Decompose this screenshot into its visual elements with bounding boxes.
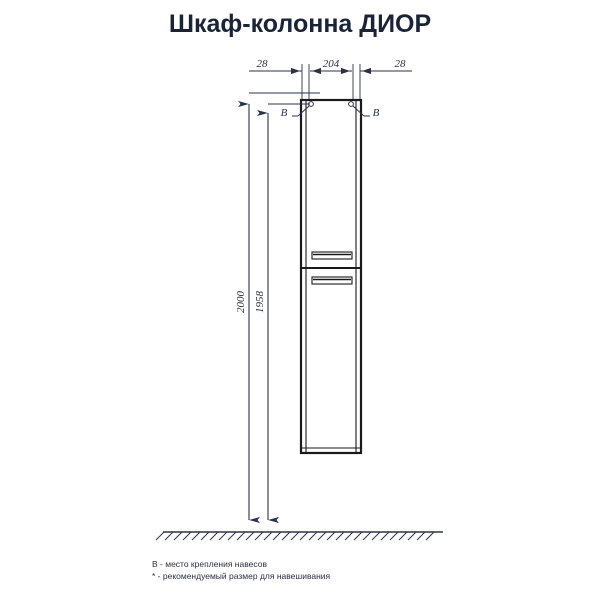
hatch-tick xyxy=(209,531,219,541)
legend-line-1: В - место крепления навесов xyxy=(152,559,267,569)
hatch-tick xyxy=(254,531,264,541)
top-dimension-group: 28 204 28 xyxy=(249,58,412,101)
mounting-label-left: В xyxy=(281,107,288,119)
vdim-label-2000: 2000 xyxy=(235,291,247,314)
hatch-tick xyxy=(263,531,273,541)
ground-hatching xyxy=(155,531,435,541)
hatch-tick xyxy=(380,531,390,541)
mounting-marker-right-group: В xyxy=(348,101,380,119)
hatch-tick xyxy=(191,531,201,541)
hatch-tick xyxy=(155,531,165,541)
hatch-tick xyxy=(299,531,309,541)
hatch-tick xyxy=(245,531,255,541)
vertical-dimension-group: 2000 1958 xyxy=(235,92,320,523)
hatch-tick xyxy=(353,531,363,541)
hatch-tick xyxy=(425,531,435,541)
dim-label-left-28: 28 xyxy=(257,58,269,70)
dim-label-center-204: 204 xyxy=(323,58,340,70)
hatch-tick xyxy=(236,531,246,541)
legend: В - место крепления навесов * - рекоменд… xyxy=(152,558,330,582)
cabinet-body-group xyxy=(299,98,363,455)
handle-upper xyxy=(311,251,353,260)
hatch-tick xyxy=(272,531,282,541)
leader-line-right xyxy=(352,105,365,117)
hatch-tick xyxy=(398,531,408,541)
hatch-tick xyxy=(308,531,318,541)
hatch-tick xyxy=(173,531,183,541)
hatch-tick xyxy=(371,531,381,541)
hatch-tick xyxy=(290,531,300,541)
hatch-tick xyxy=(227,531,237,541)
hatch-tick xyxy=(317,531,327,541)
hatch-tick xyxy=(326,531,336,541)
hatch-tick xyxy=(218,531,228,541)
hatch-tick xyxy=(344,531,354,541)
vdim-label-1958: 1958 xyxy=(254,291,266,314)
ground-line-group xyxy=(155,531,443,541)
hatch-tick xyxy=(335,531,345,541)
hatch-tick xyxy=(362,531,372,541)
hatch-tick xyxy=(182,531,192,541)
dim-label-right-28: 28 xyxy=(395,58,407,70)
legend-line-2: * - рекомендуемый размер для навешивания xyxy=(152,571,331,581)
hatch-tick xyxy=(416,531,426,541)
hatch-tick xyxy=(200,531,210,541)
hatch-tick xyxy=(389,531,399,541)
hatch-tick xyxy=(281,531,291,541)
page-title: Шкаф-колонна ДИОР xyxy=(168,10,432,38)
hatch-tick xyxy=(164,531,174,541)
leader-line-left xyxy=(297,105,310,117)
handle-lower xyxy=(311,276,353,285)
hatch-tick xyxy=(407,531,417,541)
mounting-label-right: В xyxy=(373,107,380,119)
